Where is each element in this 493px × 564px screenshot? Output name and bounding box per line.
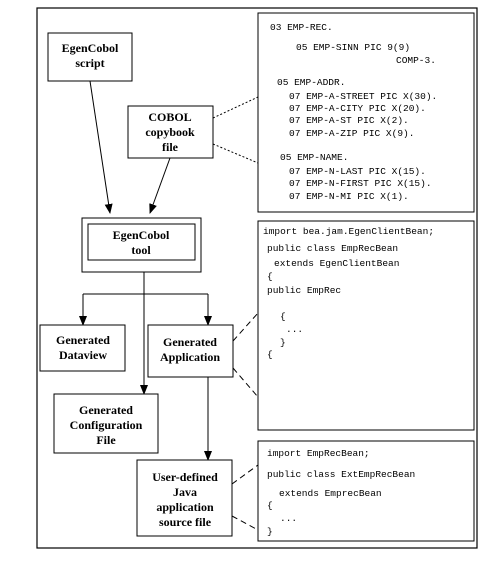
generated-line-7: ...: [286, 324, 303, 335]
application-label-1: Generated: [163, 335, 217, 349]
copybook-leader-bottom: [212, 143, 259, 164]
node-egencobol-tool: EgenCobol tool: [81, 217, 202, 273]
user-line-2: public class ExtEmpRecBean: [267, 469, 415, 480]
copybook-line-9: 05 EMP-NAME.: [280, 152, 348, 163]
copybook-line-7: 07 EMP-A-ST PIC X(2).: [289, 115, 409, 126]
node-user-defined-java: User-defined Java application source fil…: [136, 459, 233, 537]
copybook-line-2: 05 EMP-SINN PIC 9(9): [296, 42, 410, 53]
node-egencobol-script: EgenCobol script: [47, 32, 133, 82]
egencobol-tool-label-1: EgenCobol: [113, 228, 170, 242]
copybook-line-5: 07 EMP-A-STREET PIC X(30).: [289, 91, 437, 102]
dataview-label-1: Generated: [56, 333, 110, 347]
user-line-3: extends EmprecBean: [279, 488, 382, 499]
userdef-label-2: Java: [173, 485, 197, 499]
generated-listing-frame: [257, 220, 475, 431]
generated-line-3: extends EgenClientBean: [274, 258, 399, 269]
generated-line-6: {: [280, 311, 286, 322]
user-line-5: ...: [280, 513, 297, 524]
node-generated-dataview: Generated Dataview: [39, 324, 126, 372]
application-leader-bottom: [232, 367, 259, 398]
egencobol-script-label-2: script: [75, 56, 104, 70]
node-generated-application: Generated Application: [147, 324, 234, 378]
application-leader-top: [232, 312, 259, 342]
userdef-leader-bottom: [231, 515, 259, 531]
generated-line-8: }: [280, 337, 286, 348]
user-listing-panel: import EmpRecBean; public class ExtEmpRe…: [257, 440, 475, 542]
generated-line-4: {: [267, 271, 273, 282]
copybook-label-2: copybook: [145, 125, 195, 139]
userdef-label-3: application: [156, 500, 214, 514]
generated-line-1: import bea.jam.EgenClientBean;: [263, 226, 434, 237]
copybook-line-10: 07 EMP-N-LAST PIC X(15).: [289, 166, 426, 177]
copybook-leader-top: [212, 96, 259, 119]
generated-line-9: {: [267, 349, 273, 360]
config-label-3: File: [96, 433, 116, 447]
arrow-copybook-to-tool: [149, 157, 171, 214]
user-line-1: import EmpRecBean;: [267, 448, 370, 459]
user-listing-frame: [257, 440, 475, 542]
egencobol-tool-label-2: tool: [131, 243, 151, 257]
copybook-line-11: 07 EMP-N-FIRST PIC X(15).: [289, 178, 432, 189]
copybook-listing-frame: [257, 12, 475, 213]
user-line-4: {: [267, 500, 273, 511]
userdef-label-1: User-defined: [152, 470, 218, 484]
copybook-line-8: 07 EMP-A-ZIP PIC X(9).: [289, 128, 414, 139]
application-label-2: Application: [160, 350, 220, 364]
copybook-listing-panel: 03 EMP-REC. 05 EMP-SINN PIC 9(9) COMP-3.…: [257, 12, 475, 213]
config-label-2: Configuration: [70, 418, 143, 432]
generated-line-5: public EmpRec: [267, 285, 341, 296]
arrow-script-to-tool: [89, 80, 113, 214]
node-generated-config: Generated Configuration File: [53, 393, 159, 454]
copybook-label-3: file: [162, 140, 179, 154]
egencobol-script-label-1: EgenCobol: [62, 41, 119, 55]
userdef-label-4: source file: [159, 515, 212, 529]
generated-listing-panel: import bea.jam.EgenClientBean; public cl…: [257, 220, 475, 431]
node-cobol-copybook: COBOL copybook file: [127, 105, 214, 159]
dataview-label-2: Dataview: [59, 348, 107, 362]
outer-frame: [36, 7, 478, 549]
copybook-line-1: 03 EMP-REC.: [270, 22, 333, 33]
generated-line-2: public class EmpRecBean: [267, 243, 398, 254]
user-line-6: }: [267, 526, 273, 537]
copybook-line-3: COMP-3.: [396, 55, 436, 66]
copybook-line-6: 07 EMP-A-CITY PIC X(20).: [289, 103, 426, 114]
config-label-1: Generated: [79, 403, 133, 417]
copybook-line-4: 05 EMP-ADDR.: [277, 77, 345, 88]
copybook-line-12: 07 EMP-N-MI PIC X(1).: [289, 191, 409, 202]
copybook-label-1: COBOL: [148, 110, 191, 124]
userdef-leader-top: [231, 464, 259, 485]
